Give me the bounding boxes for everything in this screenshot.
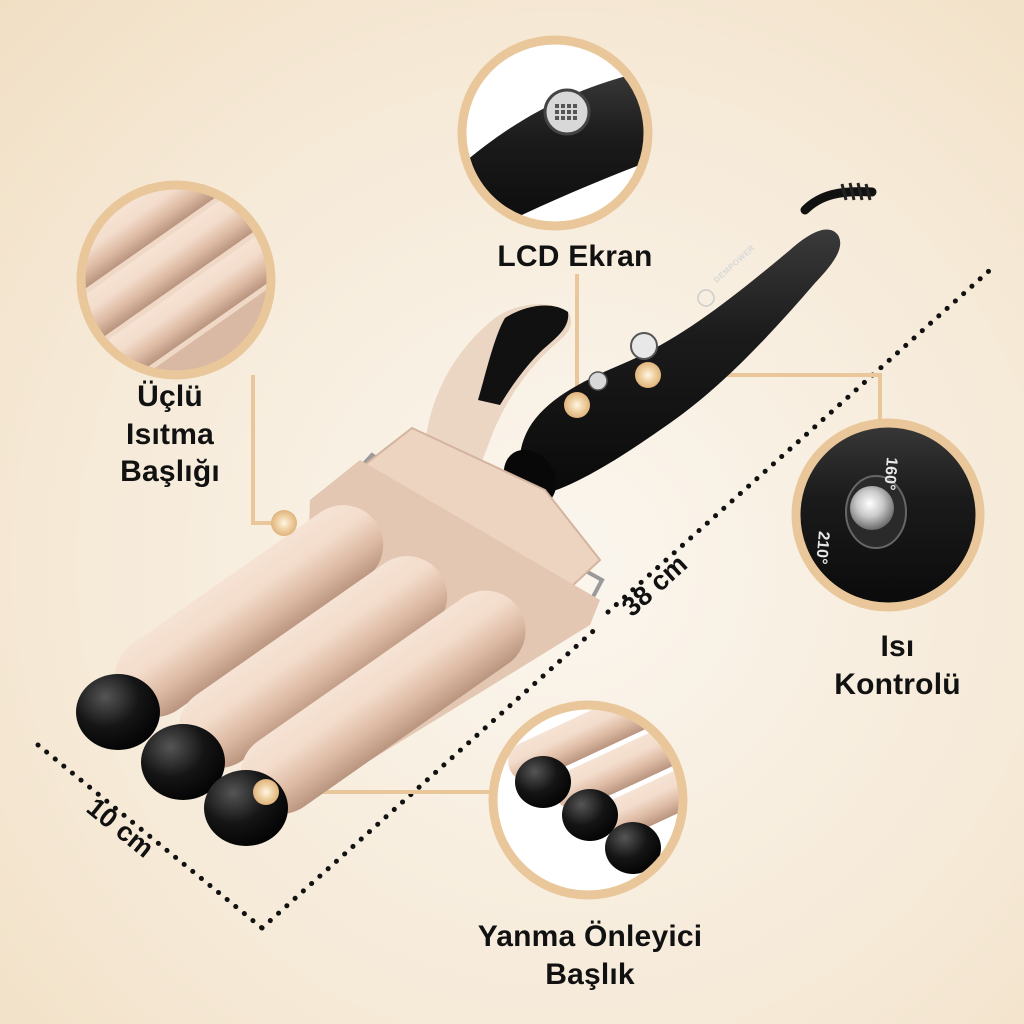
temperature-knob-icon bbox=[630, 332, 658, 360]
zoom-heat-control bbox=[791, 418, 985, 612]
length-dimension-line bbox=[605, 267, 993, 615]
callout-dot-lcd bbox=[564, 392, 590, 418]
barrel-tip-front bbox=[204, 770, 288, 846]
brand-logo-icon bbox=[697, 289, 715, 307]
barrel-middle bbox=[178, 556, 448, 769]
zoom-lcd bbox=[457, 35, 653, 231]
label-lcd-screen: LCD Ekran bbox=[497, 240, 653, 273]
label-anti-burn-tip: Yanma Önleyici Başlık bbox=[477, 920, 703, 991]
zoom-triple-head bbox=[76, 180, 276, 380]
temp-low-text: 160° bbox=[880, 456, 900, 491]
power-cord bbox=[800, 187, 877, 215]
label-triple-head: Üçlü Isıtma Başlığı bbox=[120, 380, 220, 488]
width-dimension-line-bottom bbox=[259, 622, 603, 931]
callout-dot-heat bbox=[635, 362, 661, 388]
heating-barrels bbox=[114, 505, 526, 815]
leader-triple bbox=[251, 375, 282, 525]
barrel-left bbox=[114, 505, 384, 718]
width-dimension-line-left bbox=[35, 742, 265, 931]
callout-dot-triple bbox=[271, 510, 297, 536]
callout-dot-tip bbox=[253, 779, 279, 805]
zoom-anti-burn-tip bbox=[488, 700, 688, 900]
barrel-tip-left bbox=[76, 674, 160, 750]
label-heat-control: Isı Kontrolü bbox=[834, 630, 961, 701]
temp-high-text: 210° bbox=[812, 530, 832, 565]
barrel-front bbox=[240, 590, 526, 815]
lever-grip bbox=[478, 305, 569, 405]
handle bbox=[520, 229, 841, 496]
barrel-tip-middle bbox=[141, 724, 225, 800]
lcd-display-icon bbox=[588, 371, 608, 391]
curling-iron bbox=[76, 182, 877, 846]
